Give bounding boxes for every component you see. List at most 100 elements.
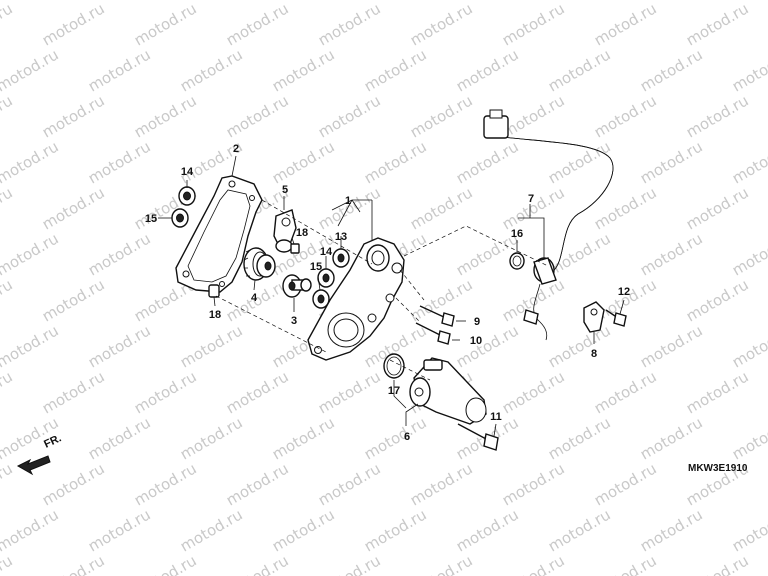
watermark-text-84: motod.ru [591,183,660,233]
callout-13: 13 [335,231,347,243]
pin-upper [290,243,300,254]
watermark-text-117: motod.ru [545,321,614,371]
reduction-gear [243,247,276,281]
callout-8: 8 [591,348,597,360]
watermark-text-161: motod.ru [545,505,614,555]
watermark-text-119: motod.ru [729,321,768,371]
leader-lines [158,155,625,437]
watermark-text-50: motod.ru [453,45,522,95]
watermark-text-59: motod.ru [315,91,384,141]
callout-2: 2 [233,143,239,155]
watermark-text-48: motod.ru [269,45,338,95]
callout-3: 3 [291,315,297,327]
callout-15-center: 15 [310,261,322,273]
watermark-text-95: motod.ru [545,229,614,279]
watermark-text-51: motod.ru [545,45,614,95]
watermark-text-58: motod.ru [223,91,292,141]
callout-9: 9 [474,316,480,328]
watermark-text-62: motod.ru [591,91,660,141]
watermark-text-35: motod.ru [131,0,200,49]
front-direction-arrow [16,455,51,476]
watermark-text-147: motod.ru [315,459,384,509]
watermark-text-145: motod.ru [131,459,200,509]
watermark-text-165: motod.ru [0,551,16,576]
pin-lower [208,284,220,298]
callout-14-center: 14 [320,246,333,258]
callout-11: 11 [490,411,502,423]
watermark-text-36: motod.ru [223,0,292,49]
watermark-text-155: motod.ru [0,505,62,555]
shift-motor [409,357,487,425]
watermark-text-68: motod.ru [85,137,154,187]
watermark-text-53: motod.ru [729,45,768,95]
watermark-text-96: motod.ru [637,229,706,279]
watermark-text-78: motod.ru [39,183,108,233]
watermark-text-75: motod.ru [729,137,768,187]
watermark-text-52: motod.ru [637,45,706,95]
watermark-text-61: motod.ru [499,91,568,141]
bearing-13 [332,248,350,268]
watermark-text-38: motod.ru [407,0,476,49]
bolt-11 [457,423,499,451]
watermark-text-143: motod.ru [0,459,16,509]
watermark-text-74: motod.ru [637,137,706,187]
watermark-text-33: motod.ru [0,0,16,49]
callout-15-left: 15 [145,213,157,225]
watermark-text-124: motod.ru [223,367,292,417]
angle-sensor-harness [483,109,614,341]
bolt-9 [419,305,455,327]
bolt-12 [605,309,627,327]
watermark-text-56: motod.ru [39,91,108,141]
watermark-text-139: motod.ru [545,413,614,463]
bolt-10 [415,322,451,345]
callout-4: 4 [251,292,258,304]
watermark-text-67: motod.ru [0,137,62,187]
watermark-text-55: motod.ru [0,91,16,141]
watermark-text-45: motod.ru [0,45,62,95]
watermark-text-47: motod.ru [177,45,246,95]
watermark-text-160: motod.ru [453,505,522,555]
watermark-text-158: motod.ru [269,505,338,555]
watermark-text-57: motod.ru [131,91,200,141]
callout-18-upper: 18 [296,227,308,239]
watermark-text-150: motod.ru [591,459,660,509]
watermark-text-97: motod.ru [729,229,768,279]
motor-housing [307,237,405,361]
watermark-text-100: motod.ru [39,275,108,325]
watermark-text-172: motod.ru [591,551,660,576]
watermark-text-83: motod.ru [499,183,568,233]
watermark-text-170: motod.ru [407,551,476,576]
callout-16: 16 [511,228,523,240]
callout-5: 5 [282,184,288,196]
drive-gear [282,274,312,298]
watermark-text-81: motod.ru [315,183,384,233]
watermark-text-173: motod.ru [683,551,752,576]
watermark-text-116: motod.ru [453,321,522,371]
watermark-text-163: motod.ru [729,505,768,555]
callout-17: 17 [388,385,400,397]
bearing-15-center [312,289,330,309]
watermark-text-112: motod.ru [85,321,154,371]
watermark-text-71: motod.ru [361,137,430,187]
watermark-text-41: motod.ru [683,0,752,49]
o-ring-17 [383,353,405,379]
watermark-text-111: motod.ru [0,321,62,371]
watermark-text-77: motod.ru [0,183,16,233]
watermark-text-40: motod.ru [591,0,660,49]
watermark-text-23: motod.ru [0,0,62,3]
watermark-text-137: motod.ru [361,413,430,463]
watermark-text-102: motod.ru [223,275,292,325]
watermark-text-70: motod.ru [269,137,338,187]
watermark-text-128: motod.ru [591,367,660,417]
watermark-text-63: motod.ru [683,91,752,141]
watermark-text-60: motod.ru [407,91,476,141]
watermark-text-49: motod.ru [361,45,430,95]
watermark-text-90: motod.ru [85,229,154,279]
watermark-text-46: motod.ru [85,45,154,95]
watermark-text-73: motod.ru [545,137,614,187]
watermark-text-107: motod.ru [683,275,752,325]
diagram-code: MKW3E1910 [688,463,748,474]
watermark-text-89: motod.ru [0,229,62,279]
